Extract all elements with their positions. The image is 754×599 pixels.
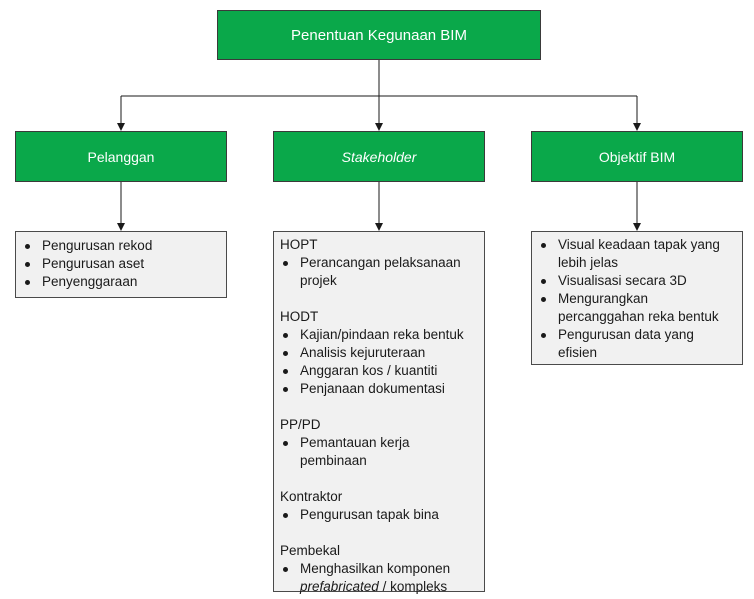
item-text-italic: prefabricated [300, 579, 379, 594]
group-heading: PP/PD [280, 417, 321, 432]
group-pp-pd: PP/PD Pemantauan kerja pembinaan [280, 416, 478, 470]
root-node: Penentuan Kegunaan BIM [217, 10, 541, 60]
list-item: Mengurangkan percanggahan reka bentuk [538, 290, 736, 326]
list-item: Penyenggaraan [22, 273, 220, 291]
list-item: Visualisasi secara 3D [538, 272, 736, 290]
objektif-list-box: Visual keadaan tapak yang lebih jelas Vi… [531, 231, 743, 365]
node-pelanggan-label: Pelanggan [87, 148, 155, 165]
node-stakeholder-label: Stakeholder [341, 148, 417, 165]
list-item: Pengurusan aset [22, 255, 220, 273]
group-kontraktor: Kontraktor Pengurusan tapak bina [280, 488, 478, 524]
node-objektif-label: Objektif BIM [598, 148, 676, 165]
list-item: Pengurusan data yang efisien [538, 326, 736, 362]
list-item: Kajian/pindaan reka bentuk [280, 326, 478, 344]
group-hopt: HOPT Perancangan pelaksanaan projek [280, 236, 478, 290]
stakeholder-list-box: HOPT Perancangan pelaksanaan projek HODT… [273, 231, 485, 594]
list-item: Anggaran kos / kuantiti [280, 362, 478, 380]
root-label: Penentuan Kegunaan BIM [291, 26, 467, 44]
list-item: Menghasilkan komponen prefabricated / ko… [280, 560, 478, 596]
node-pelanggan: Pelanggan [15, 131, 227, 182]
objektif-list: Visual keadaan tapak yang lebih jelas Vi… [538, 236, 736, 362]
group-hodt: HODT Kajian/pindaan reka bentuk Analisis… [280, 308, 478, 398]
group-heading: Pembekal [280, 543, 341, 558]
group-heading: HOPT [280, 237, 318, 252]
list-item: Visual keadaan tapak yang lebih jelas [538, 236, 736, 272]
list-item: Pengurusan rekod [22, 237, 220, 255]
list-item: Pemantauan kerja pembinaan [280, 434, 478, 470]
group-heading: Kontraktor [280, 489, 343, 504]
list-item: Analisis kejuruteraan [280, 344, 478, 362]
group-pembekal: Pembekal Menghasilkan komponen prefabric… [280, 542, 478, 596]
group-heading: HODT [280, 309, 319, 324]
list-item: Pengurusan tapak bina [280, 506, 478, 524]
node-stakeholder: Stakeholder [273, 131, 485, 182]
node-objektif: Objektif BIM [531, 131, 743, 182]
list-item: Perancangan pelaksanaan projek [280, 254, 478, 290]
item-text-post: / kompleks [378, 579, 448, 594]
pelanggan-list-box: Pengurusan rekod Pengurusan aset Penyeng… [15, 231, 227, 298]
item-text-pre: Menghasilkan komponen [300, 561, 451, 576]
pelanggan-list: Pengurusan rekod Pengurusan aset Penyeng… [22, 237, 220, 291]
list-item: Penjanaan dokumentasi [280, 380, 478, 398]
